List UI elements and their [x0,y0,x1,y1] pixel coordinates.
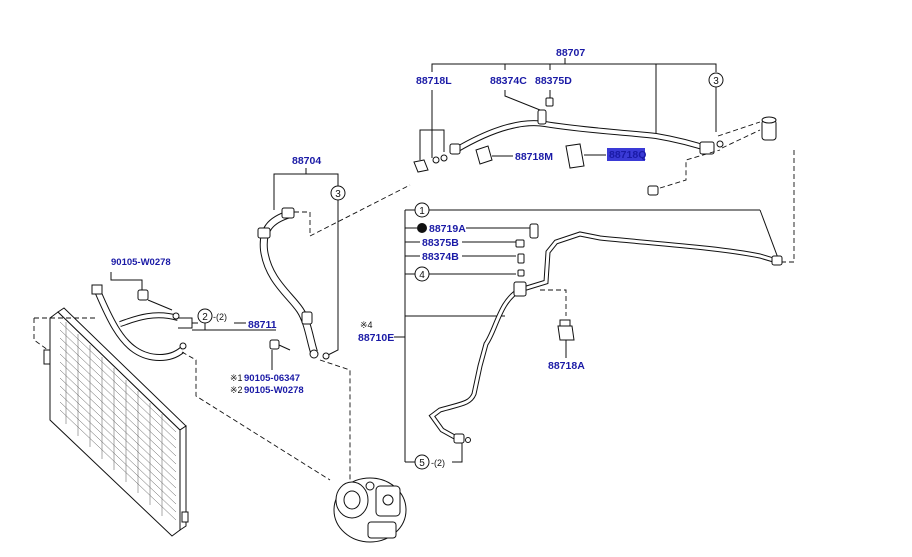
label-90105-06347: 90105-06347 [244,373,300,384]
label-88718m: 88718M [515,151,553,163]
compressor [333,477,407,543]
condenser [43,307,189,537]
label-90105-w0278-a: 90105-W0278 [111,257,171,268]
label-88704: 88704 [292,155,321,167]
ref-3-left: 3 [335,189,341,200]
expansion-valve [761,116,777,141]
hose-88704 [257,207,330,360]
highlight-88718q [607,148,645,161]
bolt-90105-06347 [269,339,291,351]
ref-4: 4 [419,270,425,281]
clamp-88718q [565,143,585,169]
label-88711: 88711 [248,319,277,331]
ref-1: 1 [419,206,425,217]
label-90105-w0278-b: 90105-W0278 [244,385,304,396]
ref-2: 2 [202,312,208,323]
label-88719a: 88719A [429,223,466,235]
mark-2: ※2 [230,385,243,395]
label-88718l: 88718L [416,75,452,87]
ref-3-right: 3 [713,76,719,87]
qty-2-a: -(2) [213,312,227,322]
clamp-88718a [557,319,575,341]
label-88707: 88707 [556,47,585,59]
label-88718a: 88718A [548,360,585,372]
label-88375d: 88375D [535,75,572,87]
label-88375b: 88375B [422,237,459,249]
label-88374b: 88374B [422,251,459,263]
qty-2-b: -(2) [431,458,445,468]
ref-5: 5 [419,458,425,469]
label-88718q: 88718Q [609,149,646,161]
bolt-right [647,185,659,196]
pipe-88710e [428,223,783,444]
dot-88719a [417,223,427,233]
label-88374c: 88374C [490,75,527,87]
condenser-leader [33,318,49,351]
hose-88711 [91,284,187,361]
pipe-88707 [413,97,724,173]
mark-4: ※4 [360,320,373,330]
mark-1: ※1 [230,373,243,383]
clamp-88718m [475,145,493,165]
label-88710e: 88710E [358,332,394,344]
